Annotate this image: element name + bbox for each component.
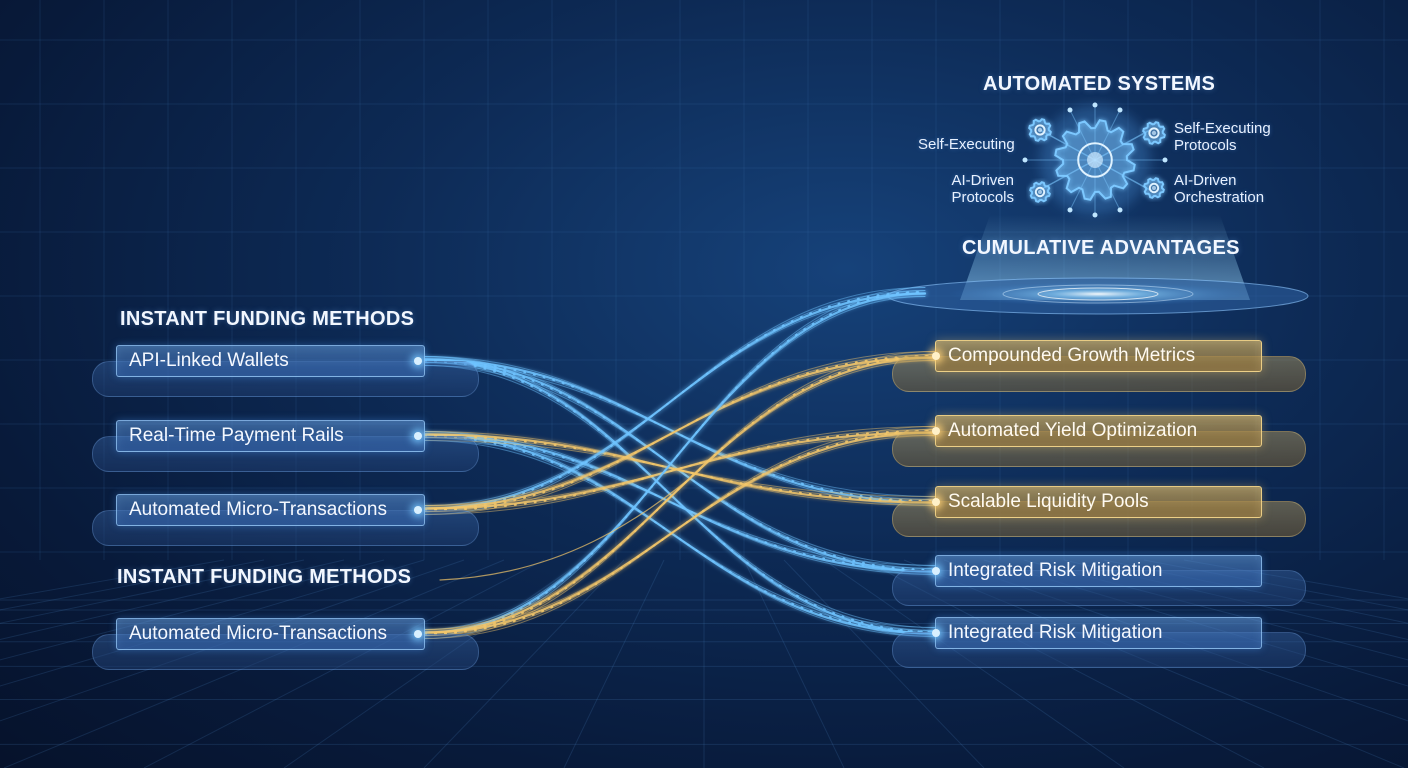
connector-dot [932,567,940,575]
label-self-executing-left: Self-Executing [918,136,1015,153]
stream-particles [424,435,936,502]
gear-cluster [1022,102,1168,218]
circuit-node [1162,157,1168,163]
right-box-integrated-risk-mitigation: Integrated Risk Mitigation [935,555,1262,587]
circuit-node [1117,207,1123,213]
label-line: Protocols [1174,137,1237,154]
cumulative-advantages-title: CUMULATIVE ADVANTAGES [962,237,1240,259]
stream-line [423,433,937,573]
stream-line [423,356,937,510]
stream-line [424,429,936,636]
stream-line [424,290,926,512]
stream-line [423,356,937,634]
right-box-automated-yield-optimization: Automated Yield Optimization [935,415,1262,447]
label-self-executing-protocols: Self-Executing Protocols [1174,120,1271,154]
flow-streams [423,287,937,639]
label-line: Protocols [951,189,1014,206]
floor-line [1183,559,1408,600]
label-ai-driven-orchestration: AI-Driven Orchestration [1174,172,1264,206]
stream-line [424,296,926,630]
circuit-node [1092,212,1098,218]
floor-line [0,559,225,600]
floor-line [0,559,305,624]
stream-particles [424,291,926,635]
stream-particles [424,360,936,571]
small-gear-icon [1143,177,1165,199]
floor-line [1143,559,1408,611]
connector-dot [414,432,422,440]
left-box-automated-micro-transactions: Automated Micro-Transactions [116,494,425,526]
stream-line [423,292,927,634]
left-box-automated-micro-transactions-2: Automated Micro-Transactions [116,618,425,650]
stream-line [424,287,926,515]
automated-systems-title: AUTOMATED SYSTEMS [983,73,1216,95]
connector-dot [932,352,940,360]
small-gear-icon [1142,121,1166,145]
right-box-compounded-growth-metrics: Compounded Growth Metrics [935,340,1262,372]
floor-line [743,559,845,768]
circuit-node [1067,207,1073,213]
large-gear-icon [1054,119,1136,201]
stream-particles [424,430,936,511]
floor-line [0,559,265,611]
stream-line [423,358,937,573]
left-box-api-linked-wallets: API-Linked Wallets [116,345,425,377]
stream-particles [424,360,936,502]
floor-line [0,559,345,641]
circuit-node [1022,157,1028,163]
connector-dot [932,498,940,506]
stream-line [424,426,936,639]
stream-line [424,296,926,506]
stream-line [424,354,936,512]
floor-line [423,559,625,768]
stream-line [424,290,926,636]
connector-dot [932,629,940,637]
connector-dot [414,630,422,638]
left-group-2-title: INSTANT FUNDING METHODS [117,566,412,588]
label-line: AI-Driven [1174,172,1237,189]
stream-line [424,287,926,639]
stream-particles [424,435,936,633]
floor-line [0,559,425,687]
left-box-real-time-payment-rails: Real-Time Payment Rails [116,420,425,452]
floor-line [0,559,385,661]
circuit-node [1067,107,1073,113]
stream-particles [424,291,926,511]
right-box-integrated-risk-mitigation-2: Integrated Risk Mitigation [935,617,1262,649]
connector-dot [414,506,422,514]
stream-particles [424,355,936,511]
stream-line [439,469,701,581]
circuit-node [1092,102,1098,108]
connector-dot [932,427,940,435]
platform-disc [887,277,1309,315]
small-gear-icon [1029,181,1051,203]
right-box-scalable-liquidity-pools: Scalable Liquidity Pools [935,486,1262,518]
stream-line [423,431,937,634]
stream-line [424,365,936,566]
small-gear-icon [1028,118,1052,142]
label-line: Self-Executing [1174,120,1271,137]
circuit-node [1117,107,1123,113]
left-group-1-title: INSTANT FUNDING METHODS [120,308,415,330]
floor-line [783,559,985,768]
stream-line [424,440,936,566]
stream-line [424,354,936,636]
floor-line [563,559,665,768]
stream-line [424,351,936,639]
label-line: AI-Driven [951,172,1014,189]
label-ai-driven-protocols: AI-Driven Protocols [948,172,1014,206]
label-line: Orchestration [1174,189,1265,206]
stream-line [423,292,927,510]
connector-dot [414,357,422,365]
